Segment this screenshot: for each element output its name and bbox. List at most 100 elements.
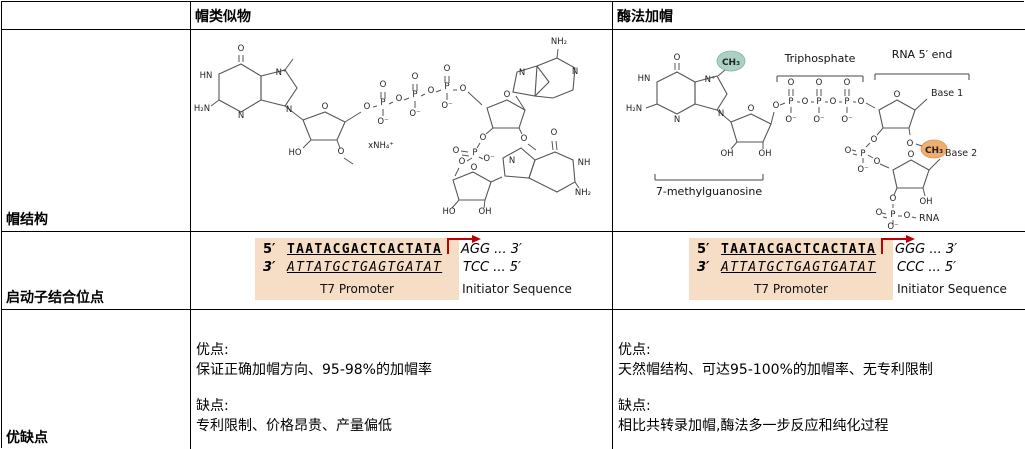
atom-label: HN [638, 74, 651, 84]
atom-label: O⁻ [377, 117, 388, 127]
atom-label: O [674, 53, 681, 63]
atom-label: O [480, 133, 487, 143]
atom-label: N [286, 105, 292, 115]
atom-label: O⁻ [813, 115, 824, 125]
atom-label: O [364, 102, 371, 112]
strand-3prime-label: 3′ [697, 260, 710, 275]
n7-methyl-highlight [716, 50, 746, 72]
enzymatic-cap-bonds [645, 63, 970, 224]
base2-label: Base 2 [945, 148, 977, 159]
atom-label: O [788, 78, 795, 88]
atom-label: O [894, 90, 901, 100]
atom-label: N [509, 156, 515, 166]
enzymatic-cap-structure-drawing: CH₃ O HN H₂N N N⁺ N O OH OH O P O O⁻ O P… [626, 48, 977, 231]
atom-label: O [904, 211, 911, 221]
atom-label: O [380, 80, 387, 90]
2o-methyl-highlight [920, 139, 948, 159]
atom-label: P [816, 97, 821, 107]
atom-label: N [238, 111, 244, 121]
atom-label: O [773, 101, 780, 111]
atom-label: O⁻ [857, 165, 868, 175]
atom-label: H₂N [626, 104, 642, 114]
atom-label: NH₂ [575, 188, 591, 198]
atom-label: O [412, 72, 419, 82]
atom-label: P [444, 82, 449, 92]
pros-block: 优点: 天然帽结构、可达95-100%的加帽率、无专利限制 [618, 340, 1019, 380]
atom-label: O [322, 102, 329, 112]
pros-title: 优点: [618, 342, 651, 358]
atom-label: NH [578, 158, 591, 168]
atom-label: O [238, 44, 245, 54]
initiator-sequence-label: Initiator Sequence [462, 282, 572, 296]
cap-analog-structure-cell: O HN H₂N N N⁺ N O HO O O P O O⁻ O P O O⁻… [191, 30, 613, 232]
atom-label: O⁻ [409, 109, 420, 119]
triphosphate-label: Triphosphate [784, 52, 856, 65]
header-blank-cell [2, 2, 191, 30]
col-header-enzymatic-label: 酶法加帽 [617, 8, 673, 25]
atom-label: O⁻ [841, 115, 852, 125]
strand-5prime-label: 5′ [697, 242, 710, 257]
cons-block: 缺点: 相比共转录加帽,酶法多一步反应和纯化过程 [618, 396, 1019, 436]
atom-label: O⁻ [785, 115, 796, 125]
atom-label: P [412, 90, 417, 100]
atom-label: O [830, 97, 837, 107]
rna-continuation-label: RNA [919, 213, 940, 224]
atom-label: P [788, 97, 793, 107]
row-label-cap-structure: 帽结构 [2, 30, 191, 232]
col-header-cap-analog: 帽类似物 [191, 2, 613, 30]
strand-5prime-label: 5′ [263, 242, 276, 257]
rna-5-end-label: RNA 5′ end [892, 48, 953, 61]
cons-title: 缺点: [196, 398, 229, 414]
cons-text: 专利限制、价格昂贵、产量偏低 [196, 418, 392, 434]
atom-label: O [858, 97, 865, 107]
triphosphate-bracket [776, 75, 864, 82]
atom-label: P [472, 148, 477, 158]
pros-block: 优点: 保证正确加帽方向、95-98%的加帽率 [196, 340, 606, 380]
atom-label: N [674, 115, 680, 125]
pros-text: 保证正确加帽方向、95-98%的加帽率 [196, 362, 432, 378]
pros-cons-cell-cap-analog: 优点: 保证正确加帽方向、95-98%的加帽率 缺点: 专利限制、价格昂贵、产量… [191, 310, 613, 449]
atom-label: HO [442, 207, 455, 217]
initiator-sequence-top: GGG ... 3′ [895, 242, 958, 257]
atom-label: OH [720, 149, 733, 159]
atom-label: O [471, 163, 478, 173]
atom-label: O [444, 64, 451, 74]
atom-label: O [890, 194, 897, 204]
col-header-enzymatic: 酶法加帽 [613, 2, 1025, 30]
initiator-sequence-label: Initiator Sequence [897, 282, 1007, 296]
promoter-cell-enzymatic: 5′ TAATACGACTCACTATA GGG ... 3′ 3′ ATTAT… [613, 232, 1025, 310]
n7-methyl-label: CH₃ [722, 58, 740, 68]
atom-label: HN [200, 71, 213, 81]
enzymatic-cap-structure-cell: CH₃ O HN H₂N N N⁺ N O OH OH O P O O⁻ O P… [613, 30, 1025, 232]
cons-block: 缺点: 专利限制、价格昂贵、产量偏低 [196, 396, 606, 436]
atom-label: N⁺ [276, 68, 287, 78]
atom-label: NH₂ [551, 37, 567, 47]
transcription-start-arrow-icon [447, 235, 481, 254]
col-header-cap-analog-label: 帽类似物 [195, 8, 251, 25]
transcription-start-arrow-icon [881, 235, 915, 254]
cap-analog-structure-drawing: O HN H₂N N N⁺ N O HO O O P O O⁻ O P O O⁻… [194, 37, 591, 217]
cap-analog-atom-labels: O HN H₂N N N⁺ N O HO O O P O O⁻ O P O O⁻… [194, 37, 591, 217]
pros-text: 天然帽结构、可达95-100%的加帽率、无专利限制 [618, 362, 933, 378]
row-label-pros-cons: 优缺点 [2, 310, 191, 449]
atom-label: P [890, 210, 895, 220]
atom-label: P [844, 97, 849, 107]
promoter-sequence-top: TAATACGACTCACTATA [721, 242, 877, 257]
t7-promoter-label: T7 Promoter [754, 282, 828, 296]
atom-label: O⁻ [887, 222, 898, 231]
promoter-sequence-bottom: ATTATGCTGAGTGATAT [721, 260, 877, 275]
atom-label: O [459, 157, 466, 167]
atom-label: O [871, 135, 878, 145]
cap-analog-bonds [210, 48, 580, 209]
atom-label: N [519, 68, 525, 78]
atom-label: O [876, 208, 883, 218]
atom-label: O [844, 78, 851, 88]
promoter-highlight [255, 238, 459, 300]
atom-label: O⁻ [441, 101, 452, 111]
atom-label: HO [288, 148, 301, 158]
methylguanosine-bracket [654, 174, 764, 181]
strand-3prime-label: 3′ [263, 260, 276, 275]
atom-label: O [874, 157, 881, 167]
enzymatic-cap-atom-labels: CH₃ O HN H₂N N N⁺ N O OH OH O P O O⁻ O P… [626, 48, 977, 231]
